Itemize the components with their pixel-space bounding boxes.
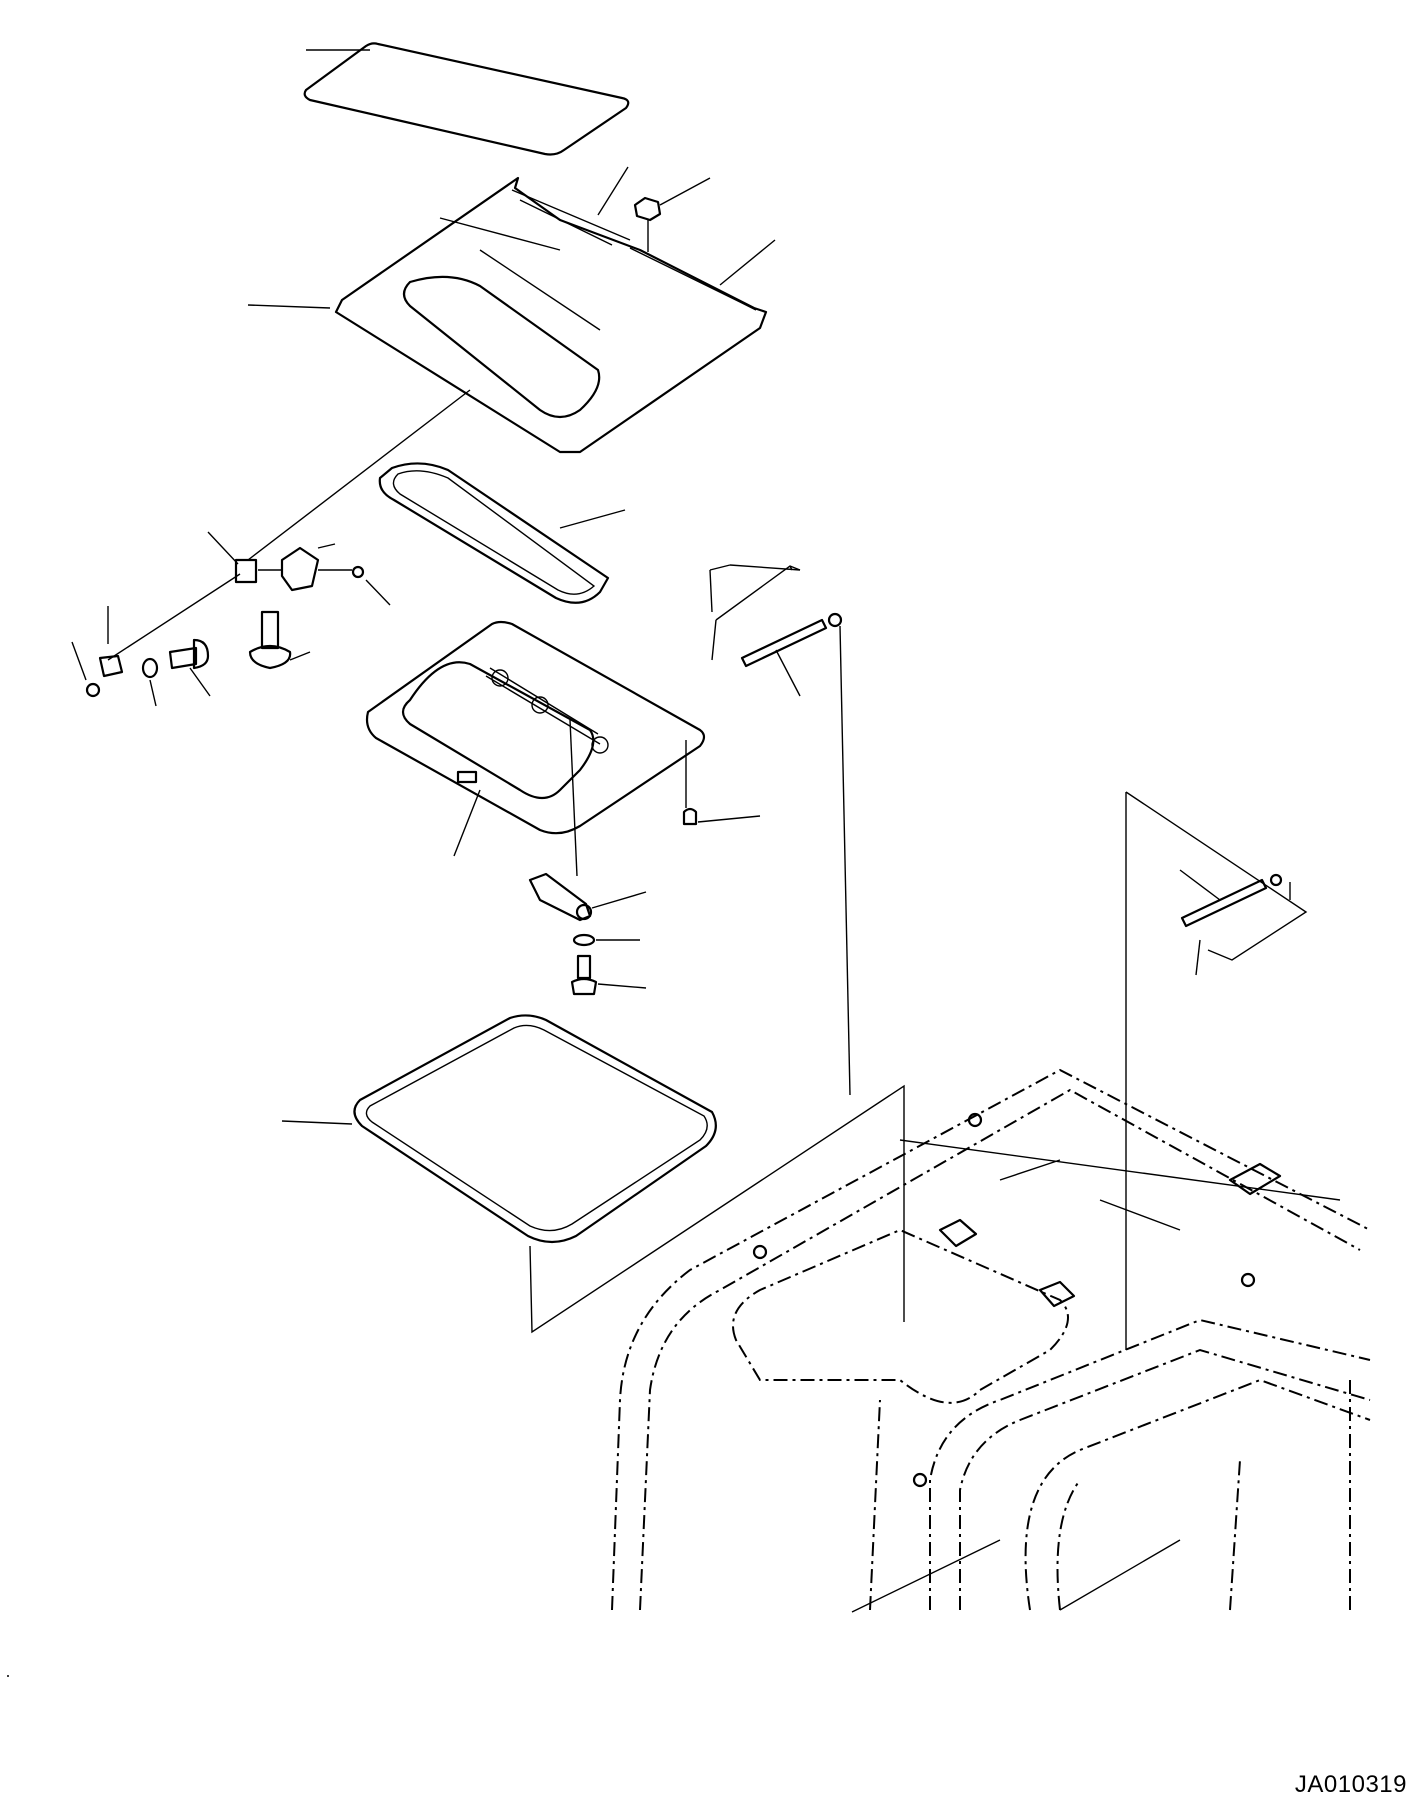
drawing-code: JA010319: [1294, 1771, 1407, 1798]
roof-cover: [247, 166, 776, 454]
cab-frame: [611, 1068, 1371, 1613]
stray-dot: [7, 1675, 9, 1677]
latch-assembly: [71, 389, 471, 707]
roof-pad: [303, 42, 630, 156]
window-seal: [378, 462, 626, 604]
gas-spring-left: [709, 564, 851, 1096]
inner-frame: [365, 620, 761, 877]
main-frame-seal: [281, 1014, 905, 1334]
gas-spring-right: [1125, 791, 1308, 1350]
hinge-bracket: [528, 872, 647, 996]
